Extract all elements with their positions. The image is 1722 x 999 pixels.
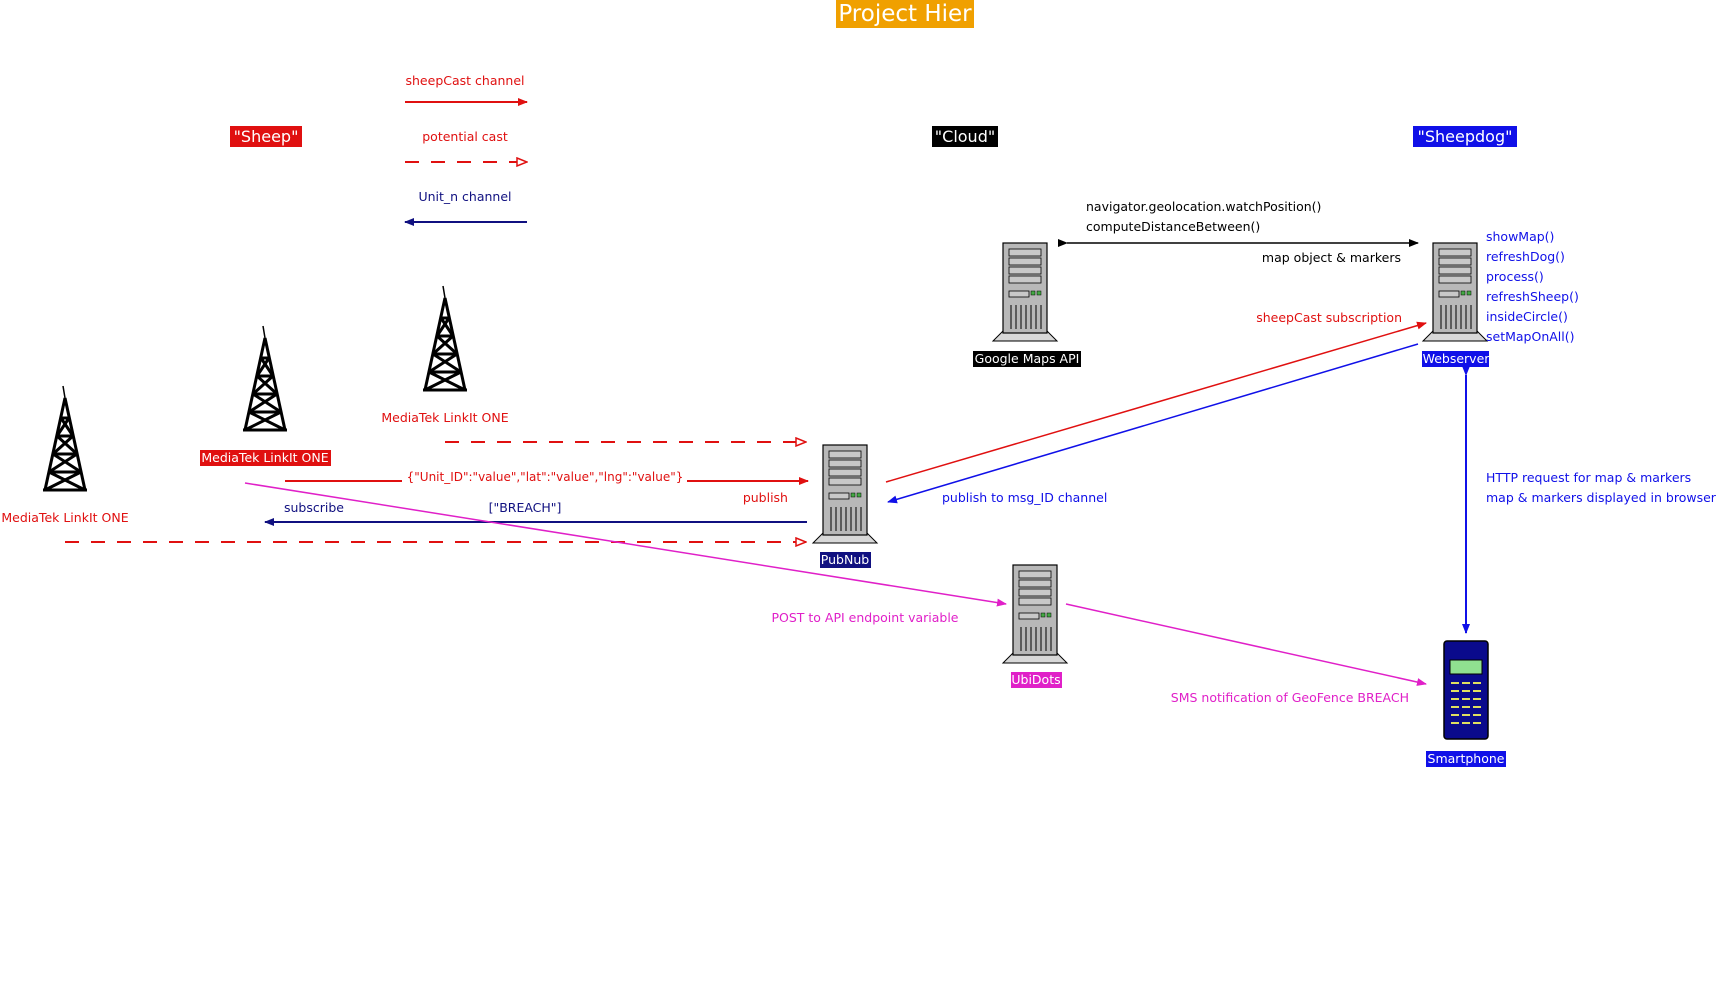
sms-label: SMS notification of GeoFence BREACH	[1171, 690, 1409, 705]
pubnub-label: PubNub	[821, 552, 869, 567]
smartphone-label-badge	[1426, 751, 1506, 767]
smartphone-label: Smartphone	[1428, 751, 1505, 766]
http-request-label: HTTP request for map & markers	[1486, 470, 1691, 485]
google-maps-server-icon	[992, 242, 1058, 342]
tower-1-label: MediaTek LinkIt ONE	[1, 510, 128, 525]
subscribe-label: subscribe	[284, 500, 344, 515]
google-maps-label-badge	[973, 351, 1081, 367]
post-ubidots-arrow	[244, 482, 1007, 607]
breach-label: ["BREACH"]	[489, 500, 562, 515]
payload-label: {"Unit_ID":"value","lat":"value","lng":"…	[407, 470, 684, 484]
post-label: POST to API endpoint variable	[771, 610, 958, 625]
legend-potential-label: potential cast	[422, 129, 508, 144]
function-label-2: refreshDog()	[1486, 249, 1565, 264]
google-maps-label: Google Maps API	[975, 351, 1080, 366]
sms-arrow	[1065, 603, 1427, 686]
function-label-4: refreshSheep()	[1486, 289, 1579, 304]
ubidots-server-icon	[1002, 564, 1068, 664]
sheepdog-group-label: "Sheepdog"	[1418, 127, 1513, 146]
cloud-group-badge	[932, 126, 998, 147]
compute-distance-label: computeDistanceBetween()	[1086, 219, 1260, 234]
smartphone-icon	[1443, 640, 1489, 740]
cloud-group-label: "Cloud"	[935, 127, 995, 146]
sheep-group-badge	[230, 126, 302, 147]
webserver-server-icon	[1422, 242, 1488, 342]
legend-unit-label: Unit_n channel	[418, 189, 511, 204]
ubidots-label: UbiDots	[1011, 672, 1060, 687]
watch-position-label: navigator.geolocation.watchPosition()	[1086, 199, 1321, 214]
pubnub-label-badge	[820, 552, 871, 568]
webserver-label-badge	[1422, 351, 1489, 367]
legend-sheepcast-label: sheepCast channel	[406, 73, 525, 88]
tower-icon-1	[41, 384, 89, 492]
map-object-label: map object & markers	[1262, 250, 1401, 265]
title-badge	[836, 0, 974, 28]
ubidots-label-badge	[1011, 672, 1062, 688]
sheepcast-subscription-arrow	[885, 321, 1427, 483]
publish-label: publish	[743, 490, 788, 505]
tower-icon-3	[421, 284, 469, 392]
function-label-3: process()	[1486, 269, 1544, 284]
publish-msg-label: publish to msg_ID channel	[942, 490, 1107, 505]
publish-msg-arrow	[887, 343, 1419, 504]
http-display-label: map & markers displayed in browser	[1486, 490, 1717, 505]
payload-label-bg	[402, 469, 687, 485]
sheepcast-subscription-label: sheepCast subscription	[1256, 310, 1402, 325]
webserver-label: Webserver	[1423, 351, 1491, 366]
tower-3-label: MediaTek LinkIt ONE	[381, 410, 508, 425]
function-label-5: insideCircle()	[1486, 309, 1568, 324]
diagram-title: Project Hier	[838, 1, 972, 27]
function-label-1: showMap()	[1486, 229, 1554, 244]
tower-2-label-badge	[200, 450, 331, 466]
function-label-6: setMapOnAll()	[1486, 329, 1575, 344]
tower-icon-2	[241, 324, 289, 432]
sheep-group-label: "Sheep"	[234, 127, 299, 146]
pubnub-server-icon	[812, 444, 878, 544]
sheepdog-group-badge	[1413, 126, 1517, 147]
tower-2-label: MediaTek LinkIt ONE	[201, 450, 328, 465]
